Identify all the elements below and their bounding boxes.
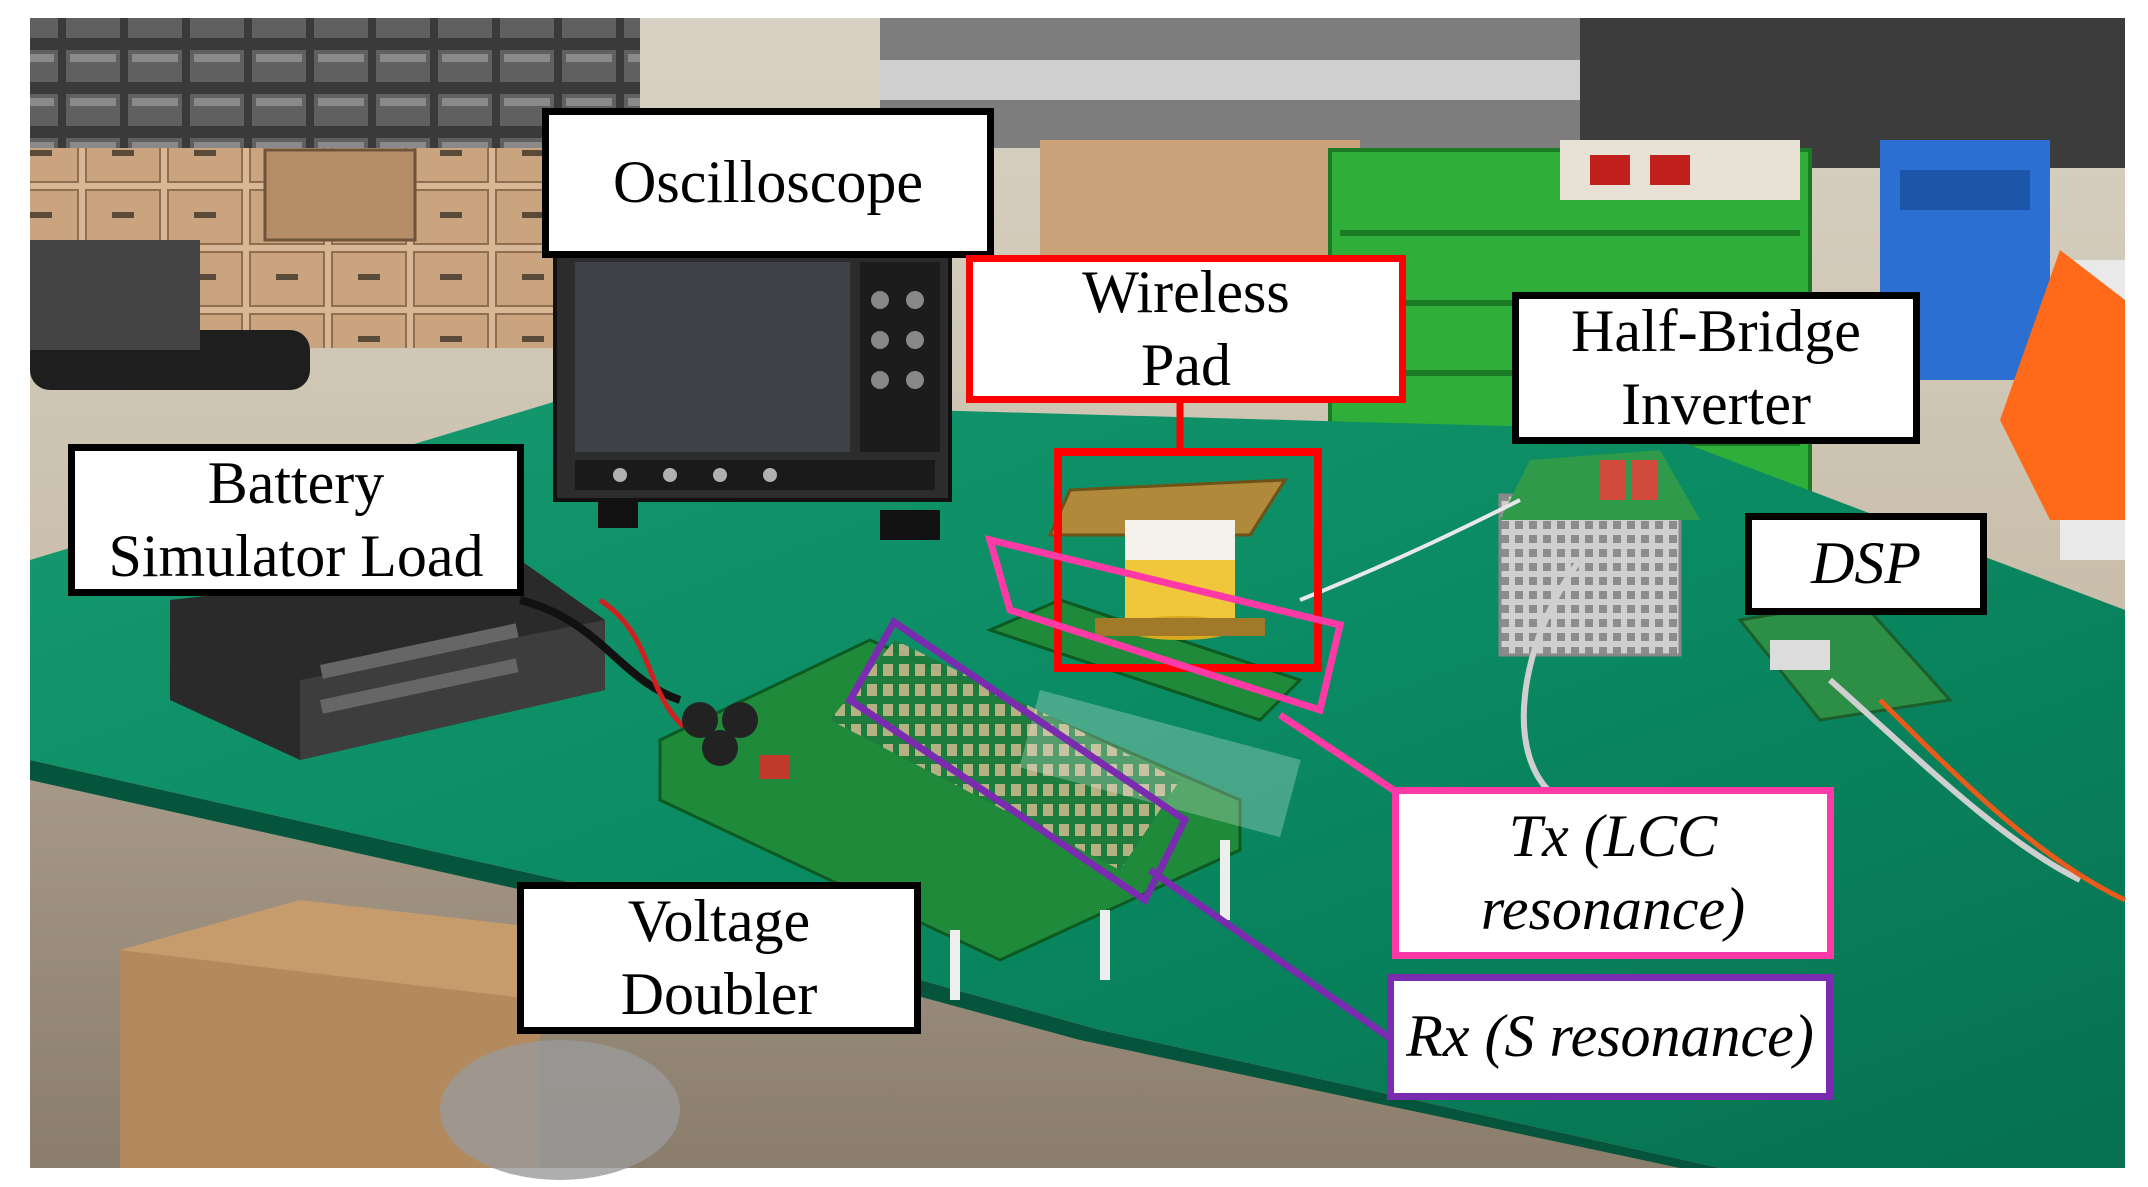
half-bridge-inverter-label: Half-Bridge Inverter xyxy=(1512,292,1920,444)
voltage-doubler-label-line-2: Doubler xyxy=(620,961,818,1027)
half-bridge-inverter-label-line-1: Half-Bridge xyxy=(1571,297,1861,364)
rx-label-line-1: Rx (S resonance) xyxy=(1406,1003,1814,1070)
battery-simulator-load-label-line-1: Battery xyxy=(207,449,385,516)
wireless-pad-label-line-1: Wireless xyxy=(1082,258,1290,325)
battery-simulator-load-label-line-2: Simulator Load xyxy=(108,523,484,589)
voltage-doubler-label: Voltage Doubler xyxy=(517,882,921,1034)
battery-simulator-load-label: Battery Simulator Load xyxy=(68,444,524,596)
tx-label-line-1: Tx (LCC xyxy=(1508,802,1718,869)
dsp-label-line-1: DSP xyxy=(1811,530,1921,597)
tx-label-line-2: resonance) xyxy=(1480,876,1746,942)
oscilloscope-label-line-1: Oscilloscope xyxy=(613,149,923,216)
oscilloscope-label: Oscilloscope xyxy=(542,108,994,258)
voltage-doubler-label-line-1: Voltage xyxy=(627,887,811,954)
rx-s-resonance-label: Rx (S resonance) xyxy=(1387,974,1833,1100)
dsp-label: DSP xyxy=(1745,513,1987,615)
tx-lcc-resonance-label: Tx (LCC resonance) xyxy=(1392,787,1834,959)
wireless-pad-label: Wireless Pad xyxy=(966,255,1406,403)
wireless-pad-label-line-2: Pad xyxy=(1141,332,1231,398)
half-bridge-inverter-label-line-2: Inverter xyxy=(1621,371,1811,437)
